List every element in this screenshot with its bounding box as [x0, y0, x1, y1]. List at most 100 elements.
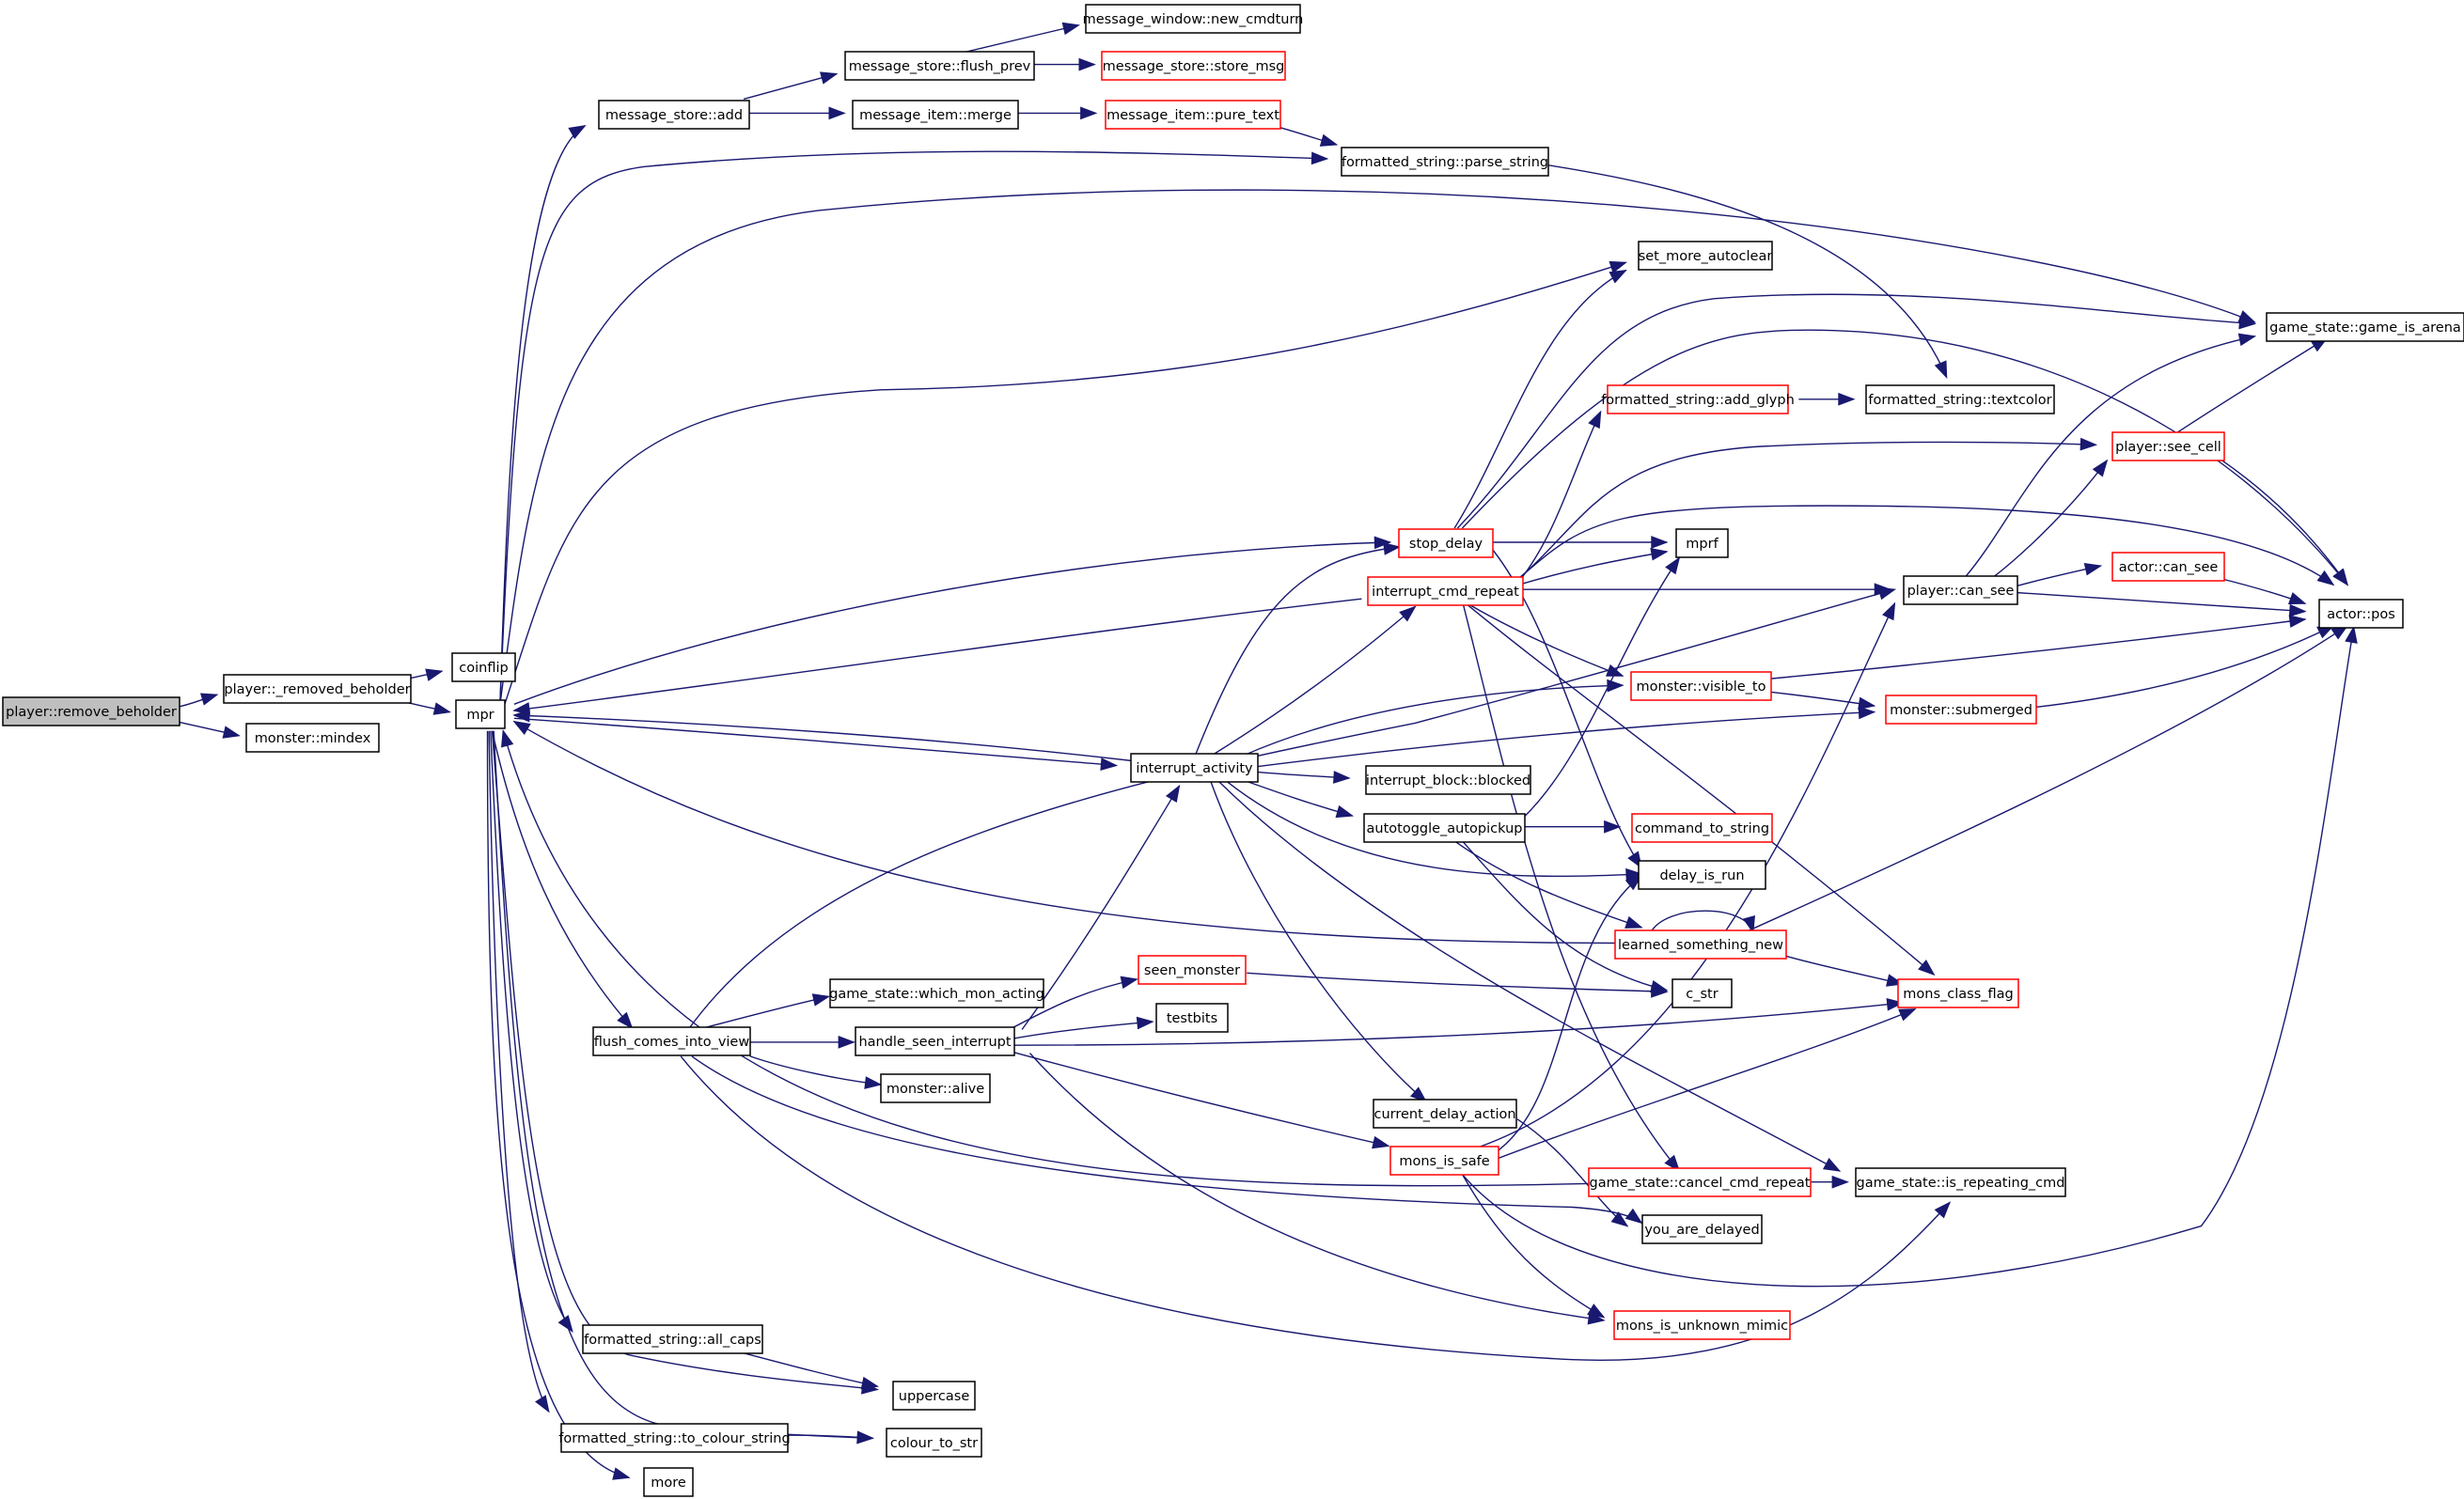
node-box[interactable] [1588, 1167, 1812, 1197]
node-box[interactable] [1614, 929, 1787, 960]
node-stop-delay[interactable]: stop_delay [1398, 528, 1494, 558]
node-box[interactable] [1130, 753, 1259, 783]
node-box[interactable] [1101, 51, 1286, 81]
node-box[interactable] [1365, 765, 1531, 795]
node-more[interactable]: more [643, 1467, 694, 1497]
node-message-store-store-msg[interactable]: message_store::store_msg [1101, 51, 1286, 81]
node-mpr[interactable]: mpr [455, 699, 506, 729]
node-command-to-string[interactable]: command_to_string [1631, 813, 1773, 843]
node-game-state-is-repeating-cmd[interactable]: game_state::is_repeating_cmd [1855, 1167, 2066, 1197]
node-box[interactable] [1631, 813, 1773, 843]
node-box[interactable] [1613, 1310, 1791, 1340]
node-learned-something-new[interactable]: learned_something_new [1614, 929, 1787, 960]
node-player-can-see[interactable]: player::can_see [1903, 575, 2018, 605]
node-box[interactable] [1641, 1214, 1763, 1244]
node-formatted-string-to-colour-string[interactable]: formatted_string::to_colour_string [558, 1423, 791, 1453]
node-monster-alive[interactable]: monster::alive [880, 1073, 991, 1103]
node-box[interactable] [880, 1073, 991, 1103]
node-box[interactable] [2266, 312, 2464, 342]
node-box[interactable] [1398, 528, 1494, 558]
node-box[interactable] [1903, 575, 2018, 605]
node-box[interactable] [2, 696, 180, 726]
node-formatted-string-textcolor[interactable]: formatted_string::textcolor [1865, 384, 2055, 414]
node-box[interactable] [1389, 1146, 1499, 1176]
node-box[interactable] [455, 699, 506, 729]
node-game-state-game-is-arena[interactable]: game_state::game_is_arena [2266, 312, 2464, 342]
node-box[interactable] [892, 1381, 976, 1411]
node-player-removed-beholder[interactable]: player::_removed_beholder [223, 674, 412, 704]
node-box[interactable] [245, 723, 380, 753]
node-box[interactable] [2111, 431, 2225, 461]
node-box[interactable] [1607, 384, 1789, 414]
node-box[interactable] [223, 674, 412, 704]
node-actor-can-see[interactable]: actor::can_see [2111, 552, 2225, 582]
node-box[interactable] [560, 1423, 789, 1453]
node-autotoggle-autopickup[interactable]: autotoggle_autopickup [1363, 813, 1526, 843]
node-box[interactable] [1373, 1099, 1517, 1129]
node-flush-comes-into-view[interactable]: flush_comes_into_view [592, 1026, 751, 1056]
node-handle-seen-interrupt[interactable]: handle_seen_interrupt [855, 1026, 1015, 1056]
node-box[interactable] [1638, 241, 1773, 271]
node-game-state-cancel-cmd-repeat[interactable]: game_state::cancel_cmd_repeat [1588, 1167, 1812, 1197]
node-box[interactable] [1630, 671, 1772, 701]
node-box[interactable] [1671, 978, 1733, 1008]
node-interrupt-block-blocked[interactable]: interrupt_block::blocked [1365, 765, 1531, 795]
node-interrupt-activity[interactable]: interrupt_activity [1130, 753, 1259, 783]
node-testbits[interactable]: testbits [1155, 1003, 1229, 1033]
node-formatted-string-all-caps[interactable]: formatted_string::all_caps [582, 1324, 763, 1354]
node-mons-is-unknown-mimic[interactable]: mons_is_unknown_mimic [1613, 1310, 1791, 1340]
node-box[interactable] [1885, 695, 2037, 725]
node-message-item-pure-text[interactable]: message_item::pure_text [1105, 100, 1281, 130]
node-box[interactable] [1367, 576, 1524, 606]
node-box[interactable] [1105, 100, 1281, 130]
node-message-window-new-cmdturn[interactable]: message_window::new_cmdturn [1083, 4, 1304, 34]
node-uppercase[interactable]: uppercase [892, 1381, 976, 1411]
node-game-state-which-mon-acting[interactable]: game_state::which_mon_acting [829, 978, 1044, 1008]
node-box[interactable] [1085, 4, 1301, 34]
node-formatted-string-parse-string[interactable]: formatted_string::parse_string [1341, 147, 1549, 177]
node-box[interactable] [855, 1026, 1015, 1056]
node-set-more-autoclear[interactable]: set_more_autoclear [1638, 241, 1773, 271]
node-player-see-cell[interactable]: player::see_cell [2111, 431, 2225, 461]
node-player-remove-beholder[interactable]: player::remove_beholder [2, 696, 180, 726]
node-mons-class-flag[interactable]: mons_class_flag [1897, 978, 2019, 1008]
node-box[interactable] [1138, 955, 1247, 985]
node-box[interactable] [886, 1428, 982, 1458]
node-box[interactable] [643, 1467, 694, 1497]
node-box[interactable] [1363, 813, 1526, 843]
node-message-item-merge[interactable]: message_item::merge [852, 100, 1019, 130]
node-colour-to-str[interactable]: colour_to_str [886, 1428, 982, 1458]
node-message-store-add[interactable]: message_store::add [598, 100, 750, 130]
node-box[interactable] [1638, 860, 1766, 890]
node-delay-is-run[interactable]: delay_is_run [1638, 860, 1766, 890]
node-c-str[interactable]: c_str [1671, 978, 1733, 1008]
node-box[interactable] [1865, 384, 2055, 414]
node-monster-submerged[interactable]: monster::submerged [1885, 695, 2037, 725]
node-mons-is-safe[interactable]: mons_is_safe [1389, 1146, 1499, 1176]
node-seen-monster[interactable]: seen_monster [1138, 955, 1247, 985]
node-box[interactable] [1855, 1167, 2066, 1197]
node-mprf[interactable]: mprf [1675, 528, 1729, 558]
node-coinflip[interactable]: coinflip [451, 652, 516, 682]
node-current-delay-action[interactable]: current_delay_action [1373, 1099, 1517, 1129]
node-box[interactable] [852, 100, 1019, 130]
node-box[interactable] [1675, 528, 1729, 558]
node-you-are-delayed[interactable]: you_are_delayed [1641, 1214, 1763, 1244]
node-box[interactable] [598, 100, 750, 130]
node-message-store-flush-prev[interactable]: message_store::flush_prev [844, 51, 1035, 81]
node-box[interactable] [592, 1026, 751, 1056]
node-monster-mindex[interactable]: monster::mindex [245, 723, 380, 753]
node-interrupt-cmd-repeat[interactable]: interrupt_cmd_repeat [1367, 576, 1524, 606]
node-box[interactable] [1155, 1003, 1229, 1033]
node-box[interactable] [2318, 599, 2404, 629]
node-actor-pos[interactable]: actor::pos [2318, 599, 2404, 629]
node-box[interactable] [451, 652, 516, 682]
node-box[interactable] [2111, 552, 2225, 582]
node-box[interactable] [844, 51, 1035, 81]
node-box[interactable] [582, 1324, 763, 1354]
node-box[interactable] [829, 978, 1044, 1008]
node-box[interactable] [1341, 147, 1549, 177]
node-formatted-string-add-glyph[interactable]: formatted_string::add_glyph [1601, 384, 1795, 414]
node-box[interactable] [1897, 978, 2019, 1008]
node-monster-visible-to[interactable]: monster::visible_to [1630, 671, 1772, 701]
